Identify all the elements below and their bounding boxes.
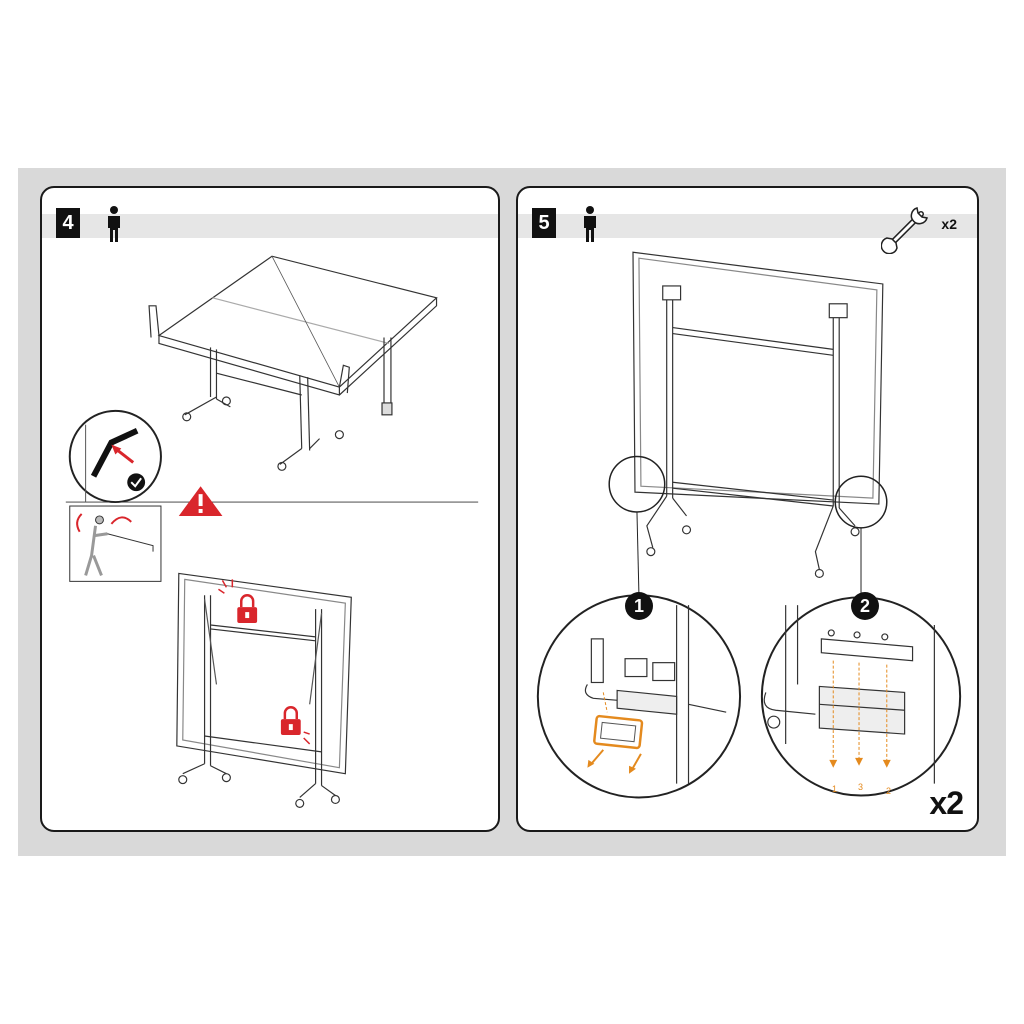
table-open-drawing xyxy=(148,255,438,471)
detail-1-drawing xyxy=(536,594,742,799)
bolt-order-label: 3 xyxy=(858,782,864,792)
person-icon xyxy=(584,206,596,242)
step-5-illustration xyxy=(536,251,962,799)
step-number: 5 xyxy=(532,208,556,238)
step-4-illustration xyxy=(65,255,479,808)
padlock-icon xyxy=(218,579,258,623)
tool-count: x2 xyxy=(941,216,957,232)
wrench-icon xyxy=(881,207,928,254)
warning-icon xyxy=(178,486,223,516)
person-folding-detail xyxy=(69,505,162,582)
step-number: 4 xyxy=(56,208,80,238)
leg-hinge-detail xyxy=(68,409,162,504)
callout-1-circle xyxy=(608,455,666,513)
check-icon xyxy=(127,473,146,492)
person-icon xyxy=(108,206,120,242)
bolt-order-label: 2 xyxy=(886,786,892,796)
bolt-order-label: 1 xyxy=(832,784,838,794)
callout-1-leader xyxy=(636,511,640,596)
step-5-panel: 5 x2 xyxy=(516,186,979,832)
table-upright-drawing xyxy=(632,251,884,578)
step-4-panel: 4 xyxy=(40,186,500,832)
detail-2-drawing xyxy=(760,596,962,797)
repeat-count: x2 xyxy=(929,785,964,821)
detail-1-badge: 1 xyxy=(625,592,653,620)
table-folded-drawing xyxy=(176,572,352,808)
padlock-icon xyxy=(280,706,311,745)
detail-2-badge: 2 xyxy=(851,592,879,620)
